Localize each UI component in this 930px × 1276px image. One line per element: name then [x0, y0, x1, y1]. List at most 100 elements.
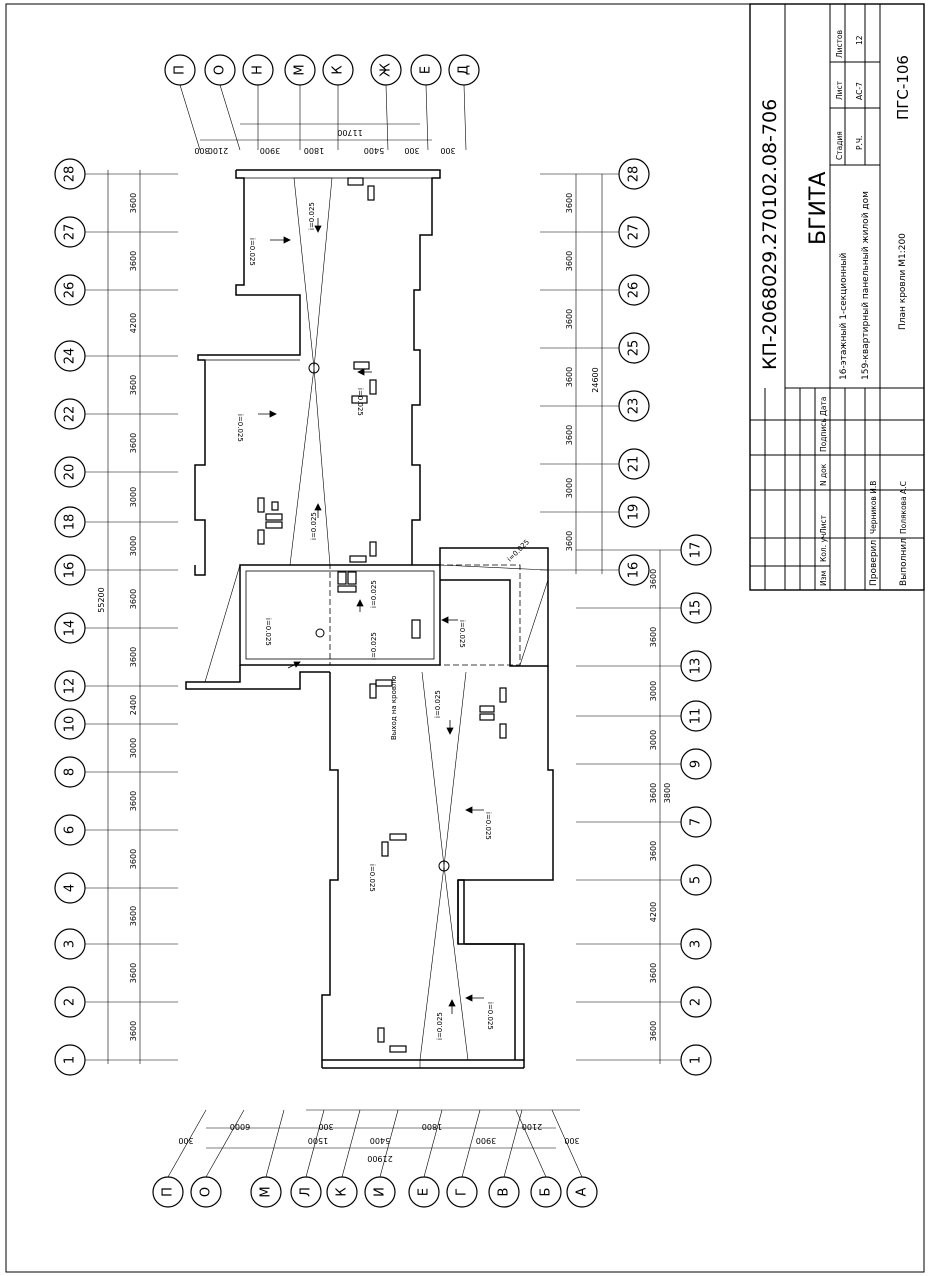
- roof-exit-label: Выход на кровлю: [390, 676, 398, 740]
- axis-bubble-right-15: 15: [680, 592, 712, 624]
- axis-bubble-left-14: 14: [54, 612, 86, 644]
- slope-label: i=0.025: [458, 620, 466, 648]
- dimension-text: 300: [564, 1136, 579, 1145]
- axis-label: 18: [63, 514, 78, 531]
- axis-bubble-right-19: 19: [618, 496, 650, 528]
- axis-bubble-bottom-М: М: [250, 1176, 282, 1208]
- axis-bubble-right-23: 23: [618, 390, 650, 422]
- dimension-text: 1800: [422, 1122, 442, 1131]
- axis-bubble-bottom-Е: Е: [408, 1176, 440, 1208]
- axis-label: 3: [689, 940, 704, 948]
- project-line-1: 16-этажный 1-секционный: [839, 253, 849, 380]
- slope-label: i=0.025: [308, 202, 316, 230]
- axis-label: П: [173, 65, 188, 75]
- axis-bubble-left-12: 12: [54, 670, 86, 702]
- axis-label: 25: [627, 340, 642, 357]
- dimension-text: 3600: [129, 193, 138, 213]
- axis-label: 13: [689, 658, 704, 675]
- axis-label: 2: [689, 998, 704, 1006]
- axis-bubble-left-16: 16: [54, 554, 86, 586]
- dimension-text: 3600: [565, 309, 574, 329]
- sheet-title: План кровли М1:200: [898, 233, 908, 330]
- sheets-header: Листов: [835, 30, 844, 58]
- axis-bubble-top-М: М: [284, 54, 316, 86]
- axis-bubble-bottom-К: К: [326, 1176, 358, 1208]
- sheet-value: АС-7: [855, 82, 864, 100]
- rev-col-list: Лист: [819, 514, 828, 534]
- axis-label: 5: [689, 876, 704, 884]
- axis-label: 28: [63, 166, 78, 183]
- axis-label: М: [293, 64, 308, 75]
- axis-grid-lines: [85, 84, 681, 1178]
- dimension-text: 3000: [649, 730, 658, 750]
- dimension-text: 3600: [649, 569, 658, 589]
- axis-bubble-top-Ж: Ж: [370, 54, 402, 86]
- slope-label: i=0.025: [506, 538, 531, 563]
- dimension-text: 55200: [97, 587, 106, 612]
- made-role: Выполнил: [899, 538, 909, 586]
- axis-bubble-right-17: 17: [680, 534, 712, 566]
- sheet-frame: [5, 3, 925, 1273]
- dimension-text: 3600: [649, 841, 658, 861]
- checked-role: Проверил: [869, 540, 879, 586]
- axis-bubble-right-27: 27: [618, 216, 650, 248]
- axis-bubble-left-26: 26: [54, 274, 86, 306]
- axis-label: 27: [63, 224, 78, 241]
- rev-col-kol: Кол. уч: [819, 534, 828, 562]
- axis-bubble-right-13: 13: [680, 650, 712, 682]
- slope-label: i=0.025: [264, 618, 272, 646]
- rev-col-izm: Изм: [819, 571, 828, 586]
- axis-bubble-right-25: 25: [618, 332, 650, 364]
- axis-bubble-left-27: 27: [54, 216, 86, 248]
- building-outline: [185, 169, 554, 1069]
- dimension-text: 2100: [522, 1122, 542, 1131]
- axis-bubble-bottom-Г: Г: [446, 1176, 478, 1208]
- axis-bubble-left-10: 10: [54, 708, 86, 740]
- axis-bubble-bottom-В: В: [488, 1176, 520, 1208]
- dimension-text: 3000: [129, 536, 138, 556]
- axis-bubble-left-1: 1: [54, 1044, 86, 1076]
- axis-label: Ж: [379, 63, 394, 77]
- dimension-text: 3600: [649, 783, 658, 803]
- axis-label: 24: [63, 348, 78, 365]
- dimension-text: 3600: [565, 425, 574, 445]
- axis-label: 7: [689, 818, 704, 826]
- slope-label: i=0.025: [356, 388, 364, 416]
- made-name: Полякова А.С: [899, 481, 908, 534]
- axis-label: В: [497, 1188, 512, 1197]
- axis-label: Б: [539, 1188, 554, 1197]
- dimension-text: 300: [178, 1136, 193, 1145]
- axis-bubble-bottom-И: И: [364, 1176, 396, 1208]
- axis-label: О: [199, 1187, 214, 1197]
- dimension-text: 1500: [308, 1136, 328, 1145]
- slope-label: i=0.025: [310, 512, 318, 540]
- stage-value: Р.Ч.: [855, 136, 864, 150]
- dimension-text: 3800: [663, 783, 672, 803]
- axis-bubble-right-9: 9: [680, 748, 712, 780]
- dimension-text: 3600: [129, 433, 138, 453]
- axis-label: Г: [455, 1188, 470, 1196]
- axis-bubble-left-4: 4: [54, 872, 86, 904]
- axis-label: Н: [251, 65, 266, 75]
- dimension-text: 2100: [208, 146, 228, 155]
- dimension-text: 3900: [476, 1136, 496, 1145]
- axis-bubble-right-1: 1: [680, 1044, 712, 1076]
- dimension-text: 3600: [129, 1021, 138, 1041]
- axis-bubble-left-2: 2: [54, 986, 86, 1018]
- axis-label: 26: [627, 282, 642, 299]
- axis-label: 2: [63, 998, 78, 1006]
- dimension-text: 3600: [565, 367, 574, 387]
- axis-bubble-left-28: 28: [54, 158, 86, 190]
- axis-bubble-left-22: 22: [54, 398, 86, 430]
- axis-label: Л: [299, 1187, 314, 1197]
- axis-label: 21: [627, 456, 642, 473]
- axis-label: 6: [63, 826, 78, 834]
- axis-label: 1: [689, 1056, 704, 1064]
- slope-label: i=0.025: [370, 580, 378, 608]
- slope-label: i=0.025: [484, 812, 492, 840]
- title-block: КП-2068029.270102.08-706 БГИТА 16-этажны…: [749, 3, 925, 591]
- dimension-text: 3600: [129, 791, 138, 811]
